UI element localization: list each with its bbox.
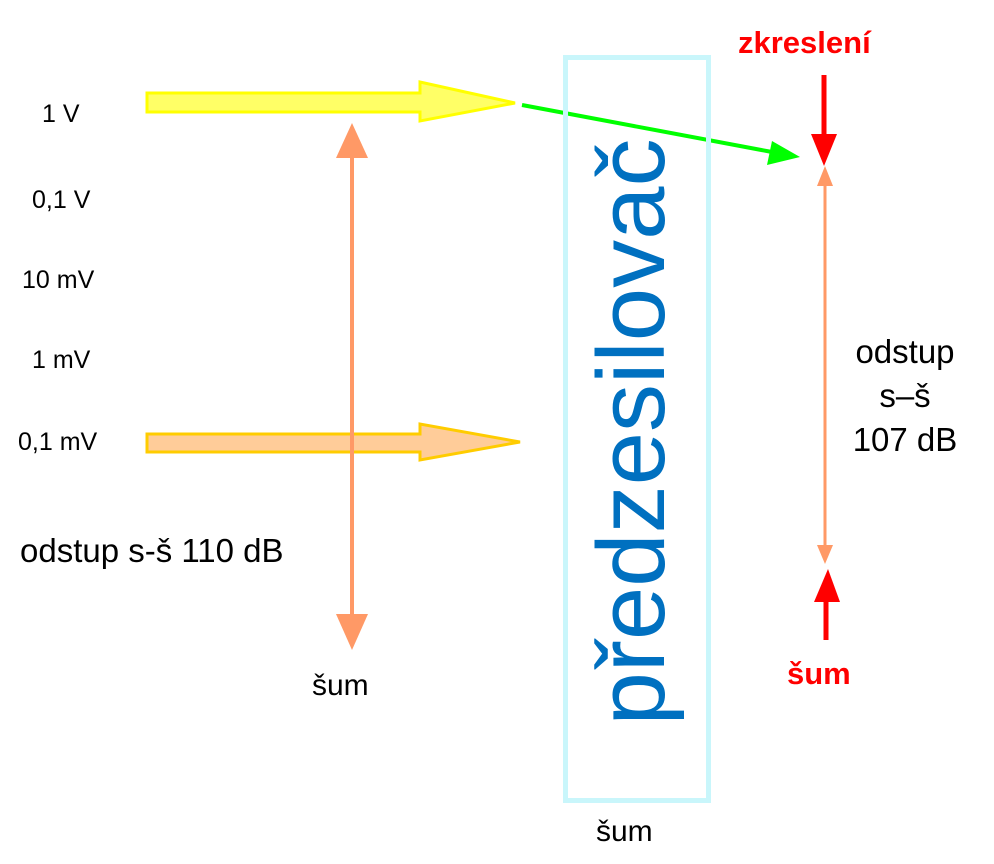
output-noise-label: šum [787, 656, 851, 691]
weak-signal-arrow [145, 422, 521, 462]
level-label-0-1v: 0,1 V [32, 186, 91, 214]
right-range-arrow-top-head [817, 166, 833, 186]
right-snr-line-1: odstup [855, 333, 955, 370]
right-snr-label: odstup s–š 107 dB [836, 330, 974, 462]
preamplifier-box [563, 55, 711, 803]
preamplifier-noise-label: šum [596, 815, 653, 848]
right-range-arrow-bottom-head [817, 545, 833, 564]
right-snr-line-3: 107 dB [852, 421, 958, 458]
left-snr-label: odstup s-š 110 dB [20, 532, 284, 569]
preamplifier-label: předzesilovač [578, 138, 685, 726]
level-label-1mv: 1 mV [32, 346, 91, 374]
strong-signal-arrow [145, 80, 516, 123]
left-range-arrow-top-head [336, 123, 368, 158]
level-label-1v: 1 V [42, 100, 80, 128]
gain-arrow-head [767, 141, 800, 165]
level-label-0-1mv: 0,1 mV [18, 428, 98, 456]
distortion-label: zkreslení [738, 25, 871, 60]
level-label-10mv: 10 mV [22, 266, 95, 294]
noise-arrow-head [814, 569, 840, 602]
distortion-arrow-head [811, 134, 837, 166]
left-range-arrow-bottom-head [336, 614, 368, 650]
left-noise-label: šum [312, 669, 369, 702]
right-snr-line-2: s–š [879, 377, 931, 414]
